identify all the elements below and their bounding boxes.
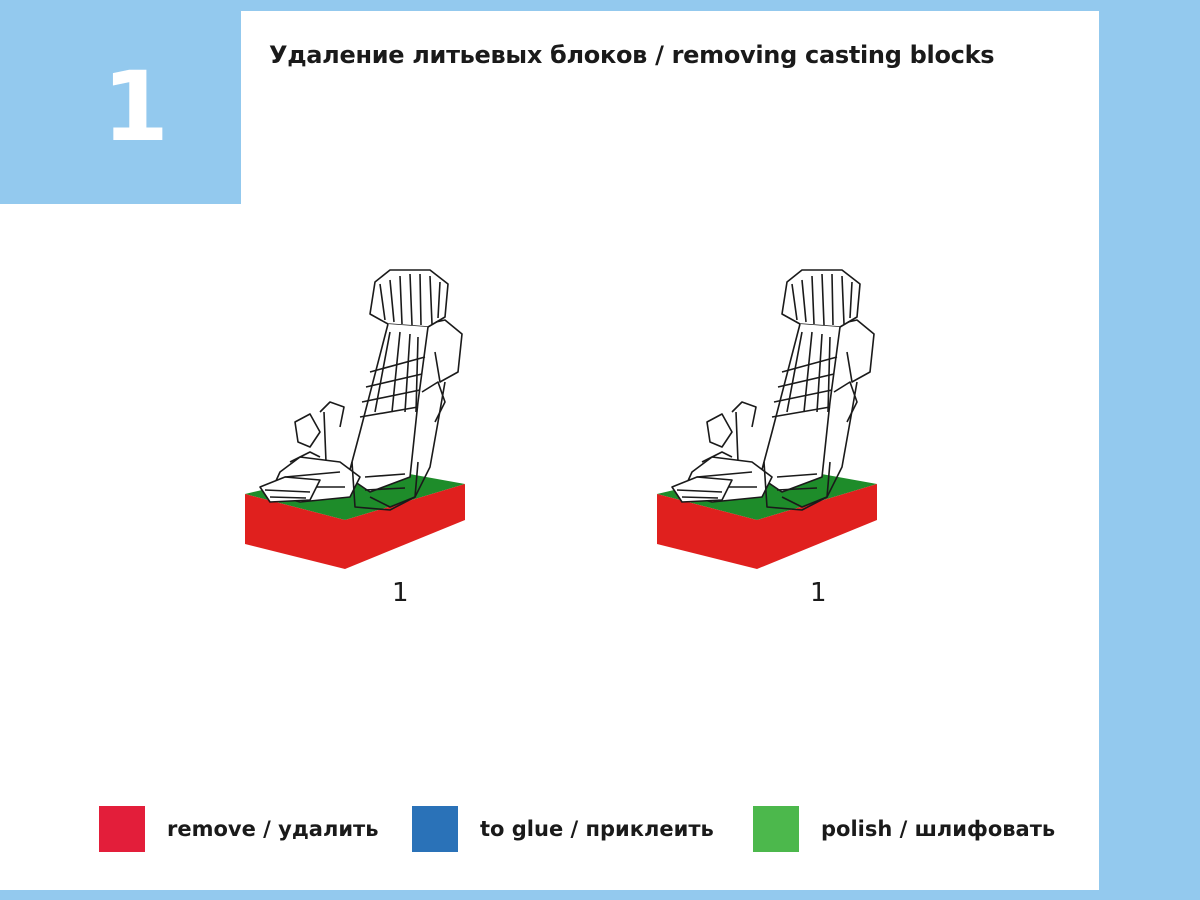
legend-swatch-polish [753,806,799,852]
part-number-label: 1 [810,578,827,608]
legend-item-glue: to glue / приклеить [412,806,714,852]
part-number-label: 1 [392,578,409,608]
legend-item-polish: polish / шлифовать [753,806,1055,852]
frame-top-border [0,0,1200,11]
seat-line-art [671,269,875,511]
legend-swatch-remove [99,806,145,852]
block-top-face [657,466,877,520]
block-top-face [245,466,465,520]
seat-illustration-1: 1 [240,262,470,608]
legend-item-remove: remove / удалить [99,806,379,852]
block-right-face [345,484,465,569]
step-number-box: 1 [0,0,241,204]
legend-label-polish: polish / шлифовать [821,817,1056,841]
page-title: Удаление литьевых блоков / removing cast… [269,41,995,69]
legend-label-glue: to glue / приклеить [480,817,714,841]
legend-label-remove: remove / удалить [167,817,379,841]
legend-swatch-glue [412,806,458,852]
ejection-seat-drawing [245,269,465,569]
block-left-face [245,494,345,569]
seat-illustration-2: 1 [652,262,882,608]
step-number: 1 [102,51,169,163]
ejection-seat-drawing [657,269,877,569]
block-left-face [657,494,757,569]
seat-line-art [259,269,463,511]
block-right-face [757,484,877,569]
frame-bottom-border [0,890,1200,900]
frame-right-border [1099,0,1200,900]
